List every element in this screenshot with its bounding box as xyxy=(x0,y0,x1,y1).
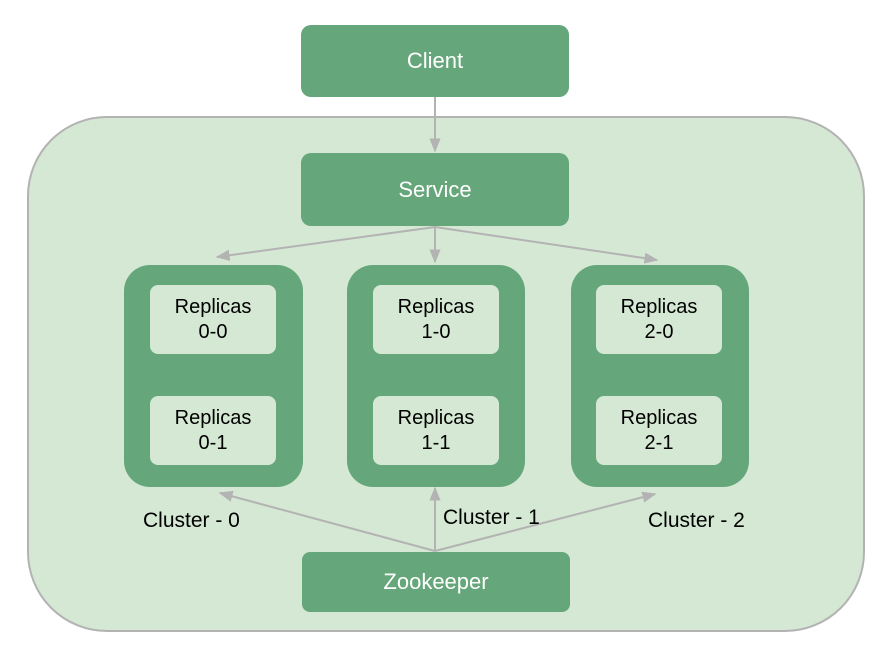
replica-title: Replicas xyxy=(620,406,698,429)
replica-id: 1-0 xyxy=(421,320,451,343)
client-node: Client xyxy=(301,25,569,97)
replica-title: Replicas xyxy=(397,406,475,429)
replica-0-1: Replicas 0-1 xyxy=(150,396,276,465)
replica-2-1: Replicas 2-1 xyxy=(596,396,722,465)
cluster-2-label: Cluster - 2 xyxy=(648,509,745,532)
cluster-1: Replicas 1-0 Replicas 1-1 xyxy=(347,265,525,487)
replica-id: 0-1 xyxy=(198,431,228,454)
replica-title: Replicas xyxy=(174,406,252,429)
cluster-2: Replicas 2-0 Replicas 2-1 xyxy=(571,265,749,487)
replica-title: Replicas xyxy=(397,295,475,318)
replica-id: 0-0 xyxy=(198,320,228,343)
replica-title: Replicas xyxy=(174,295,252,318)
replica-0-0: Replicas 0-0 xyxy=(150,285,276,354)
cluster-0-label: Cluster - 0 xyxy=(143,509,240,532)
zookeeper-label: Zookeeper xyxy=(383,569,489,594)
zookeeper-node: Zookeeper xyxy=(302,552,570,612)
replica-1-0: Replicas 1-0 xyxy=(373,285,499,354)
replica-title: Replicas xyxy=(620,295,698,318)
client-label: Client xyxy=(406,48,464,73)
service-node: Service xyxy=(301,153,569,226)
replica-id: 2-0 xyxy=(644,320,674,343)
replica-1-1: Replicas 1-1 xyxy=(373,396,499,465)
replica-id: 2-1 xyxy=(644,431,674,454)
cluster-0: Replicas 0-0 Replicas 0-1 xyxy=(124,265,303,487)
service-label: Service xyxy=(398,176,472,202)
replica-2-0: Replicas 2-0 xyxy=(596,285,722,354)
cluster-1-label: Cluster - 1 xyxy=(443,506,540,529)
replica-id: 1-1 xyxy=(421,431,451,454)
